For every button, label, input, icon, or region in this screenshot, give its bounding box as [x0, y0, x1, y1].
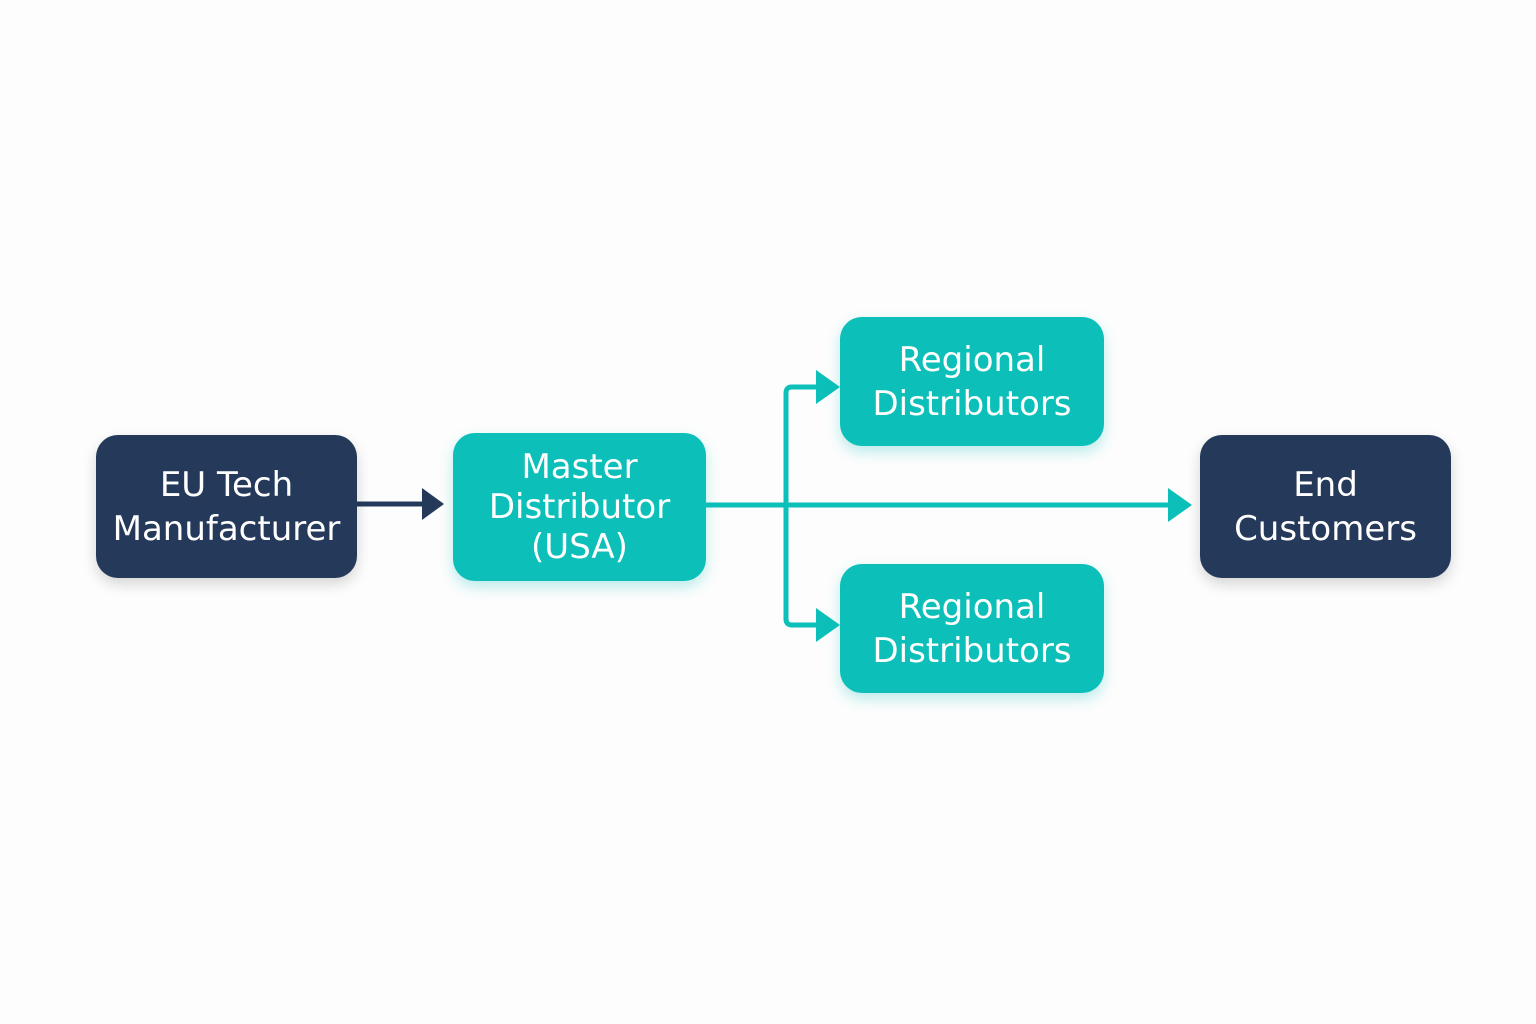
arrow-branch-to-regionals: [783, 384, 818, 628]
node-label-line: Customers: [1234, 508, 1417, 549]
node-master-distributor: Master Distributor (USA): [453, 433, 706, 581]
arrowhead-regional-top-icon: [816, 370, 840, 404]
node-label-line: Regional: [898, 586, 1046, 627]
node-end-customers: End Customers: [1200, 435, 1451, 578]
node-regional-distributors-top: Regional Distributors: [840, 317, 1104, 446]
node-label-line: End: [1293, 464, 1358, 505]
arrowhead-master-icon: [422, 488, 444, 520]
node-label-line: Distributor: [488, 487, 671, 527]
arrowhead-regional-bottom-icon: [816, 608, 840, 642]
node-label-line: Regional: [898, 339, 1046, 380]
node-label-line: Manufacturer: [112, 508, 341, 549]
node-label-line: Master: [521, 447, 638, 487]
node-eu-tech-manufacturer: EU Tech Manufacturer: [96, 435, 357, 578]
node-label-line: EU Tech: [159, 464, 294, 505]
node-label-line: (USA): [531, 527, 628, 567]
arrowhead-customers-icon: [1168, 488, 1192, 522]
node-label-line: Distributors: [872, 383, 1072, 424]
node-regional-distributors-bottom: Regional Distributors: [840, 564, 1104, 693]
node-label-line: Distributors: [872, 630, 1072, 671]
